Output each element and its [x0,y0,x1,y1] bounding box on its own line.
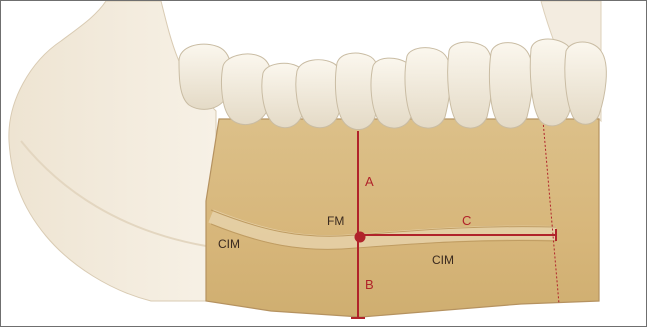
teeth [179,39,606,130]
mental-foramen-marker [355,232,366,243]
bone-section [206,109,599,317]
label-a: A [365,174,374,189]
label-cim-left: CIM [218,237,240,251]
label-cim-right: CIM [432,253,454,267]
label-fm: FM [327,214,344,228]
label-c: C [462,213,471,228]
label-b: B [365,277,374,292]
